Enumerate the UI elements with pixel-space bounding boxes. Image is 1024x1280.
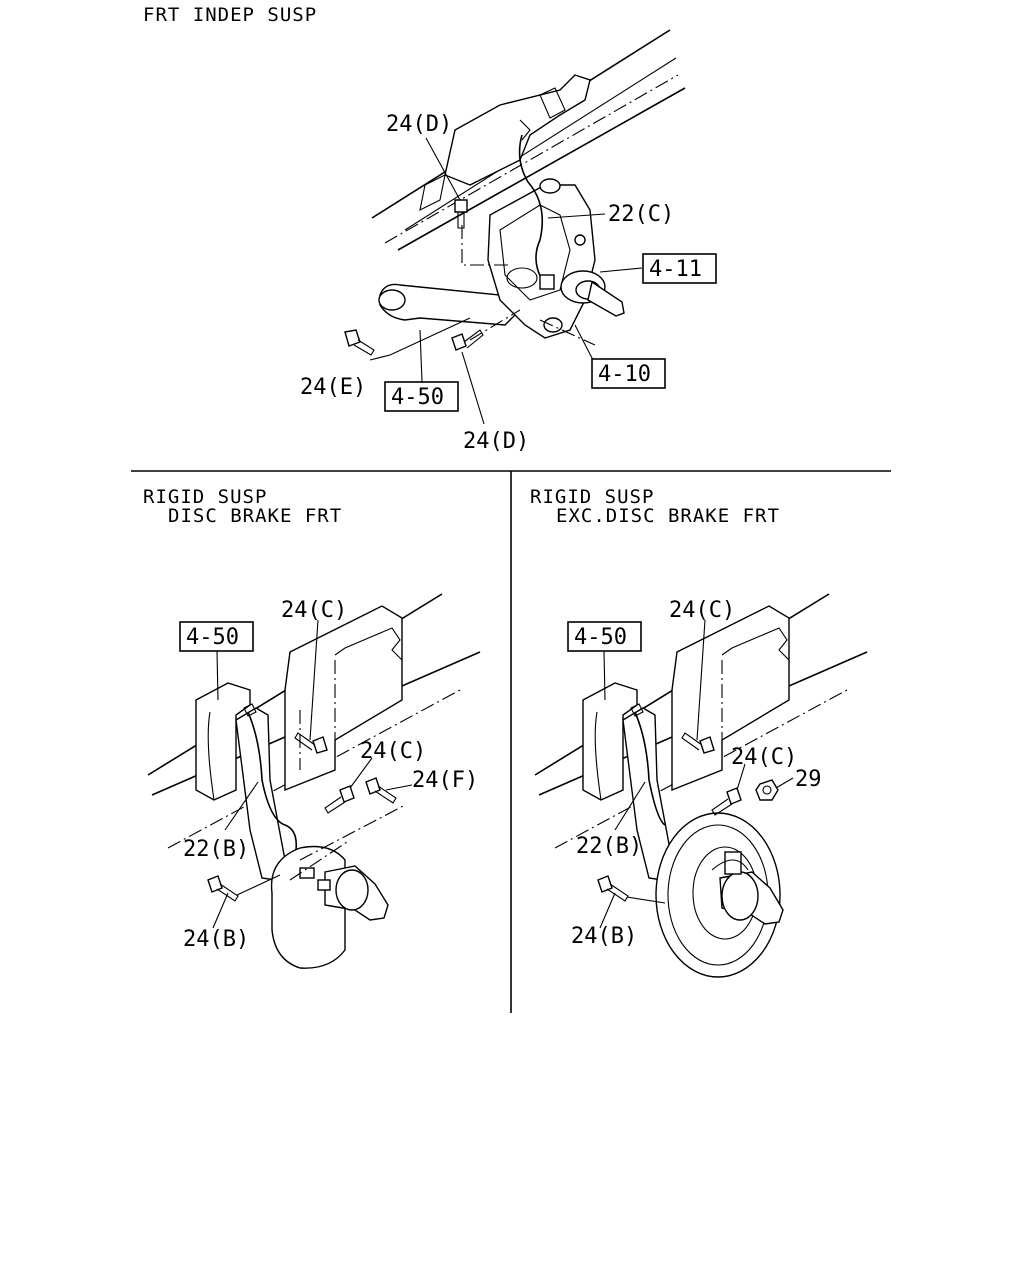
label-right-sensor-22b: 22(B) [576, 834, 642, 859]
label-left-sensor-22b: 22(B) [183, 837, 249, 862]
ref-label-4-11: 4-11 [649, 257, 702, 282]
label-left-bolt-24f: 24(F) [412, 768, 478, 793]
left-illustration [147, 593, 481, 969]
ref-box-4-50-left[interactable] [179, 621, 254, 652]
label-bolt-24d-upper: 24(D) [386, 112, 452, 137]
label-right-bolt-24b: 24(B) [571, 924, 637, 949]
left-section-title-line1: RIGID SUSP [143, 486, 267, 508]
label-sensor-22c: 22(C) [608, 202, 674, 227]
right-section-title-line1: RIGID SUSP [530, 486, 654, 508]
label-left-bolt-24c-upper: 24(C) [281, 598, 347, 623]
label-right-nut-29: 29 [795, 767, 822, 792]
label-left-bolt-24b: 24(B) [183, 927, 249, 952]
ref-box-4-50-top[interactable] [384, 381, 459, 412]
ref-label-4-50-top: 4-50 [391, 385, 444, 410]
ref-box-4-11[interactable] [642, 253, 717, 284]
label-bolt-24e: 24(E) [300, 375, 366, 400]
ref-label-4-50-right: 4-50 [574, 625, 627, 650]
ref-box-4-10[interactable] [591, 358, 666, 389]
label-right-bolt-24c-lower: 24(C) [731, 745, 797, 770]
ref-label-4-50-left: 4-50 [186, 625, 239, 650]
right-section-title-line2: EXC.DISC BRAKE FRT [556, 505, 780, 527]
ref-label-4-10: 4-10 [598, 362, 651, 387]
top-section-title: FRT INDEP SUSP [143, 4, 317, 26]
label-left-bolt-24c-lower: 24(C) [360, 739, 426, 764]
label-bolt-24d-lower: 24(D) [463, 429, 529, 454]
left-section-title-line2: DISC BRAKE FRT [168, 505, 342, 527]
label-right-bolt-24c-upper: 24(C) [669, 598, 735, 623]
ref-box-4-50-right[interactable] [567, 621, 642, 652]
right-illustration [534, 593, 868, 978]
top-illustration [344, 29, 686, 425]
